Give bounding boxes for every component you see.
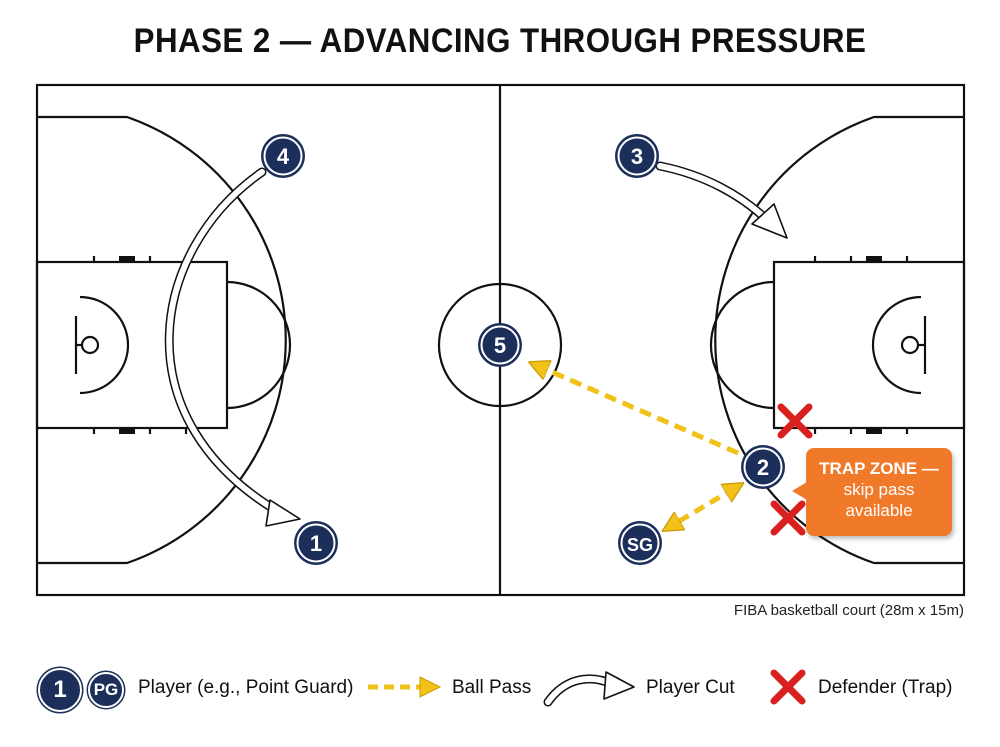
court-caption: FIBA basketball court (28m x 15m) <box>733 602 964 619</box>
legend-pass-label: Ball Pass <box>452 677 532 698</box>
player-label: 2 <box>757 455 769 480</box>
callout-pointer <box>792 482 807 500</box>
ball-pass-2-to-5 <box>538 366 739 456</box>
lane-blocks <box>119 256 882 434</box>
page-title: PHASE 2 — ADVANCING THROUGH PRESSURE <box>133 22 867 60</box>
player-token-5: 5 <box>478 323 522 367</box>
legend: 1 PG Player (e.g., Point Guard) Ball Pas… <box>0 660 1000 716</box>
player-label: 1 <box>310 531 322 556</box>
court-lines <box>35 83 966 597</box>
player-label: 4 <box>277 144 290 169</box>
legend-cut-arrow <box>543 671 635 707</box>
center-circle <box>437 282 563 408</box>
legend-pass-arrowhead <box>419 676 442 698</box>
player-token-4: 4 <box>261 134 305 178</box>
legend-player-label: Player (e.g., Point Guard) <box>138 677 354 698</box>
player-label: 5 <box>494 333 506 358</box>
player-token-2: 2 <box>741 445 785 489</box>
legend-cut-label: Player Cut <box>646 677 735 698</box>
legend-player-position-token: PG <box>88 672 124 708</box>
left-restricted-arc <box>79 295 130 395</box>
left-hoop <box>80 335 100 355</box>
callout-line-1: skip pass <box>843 480 915 499</box>
right-restricted-arc <box>871 295 922 395</box>
legend-player-number-token: 1 <box>38 668 82 712</box>
player-cut-4-to-1 <box>164 167 301 527</box>
legend-graphics <box>368 669 806 707</box>
callout-line-2: available <box>845 501 913 520</box>
left-key <box>35 260 229 430</box>
player-label: SG <box>627 535 653 555</box>
callout-heading: TRAP ZONE — <box>819 459 939 478</box>
ball-pass-2-sg <box>671 488 735 526</box>
trap-zone-callout: TRAP ZONE — skip pass available <box>792 448 952 536</box>
left-free-throw-circle <box>226 280 292 410</box>
right-hoop <box>900 335 920 355</box>
legend-defender-label: Defender (Trap) <box>818 677 953 698</box>
player-cut-3 <box>655 161 788 239</box>
player-token-1: 1 <box>294 521 338 565</box>
right-three-point-line <box>714 115 964 565</box>
defender-x-bottom <box>770 500 806 536</box>
right-free-throw-circle <box>709 280 775 410</box>
right-key <box>772 260 966 430</box>
player-token-sg: SG <box>618 521 662 565</box>
player-token-3: 3 <box>615 134 659 178</box>
left-three-point-line <box>37 115 287 565</box>
defender-x-top <box>777 403 813 439</box>
legend-defender-x <box>770 669 806 705</box>
player-label: 3 <box>631 144 643 169</box>
